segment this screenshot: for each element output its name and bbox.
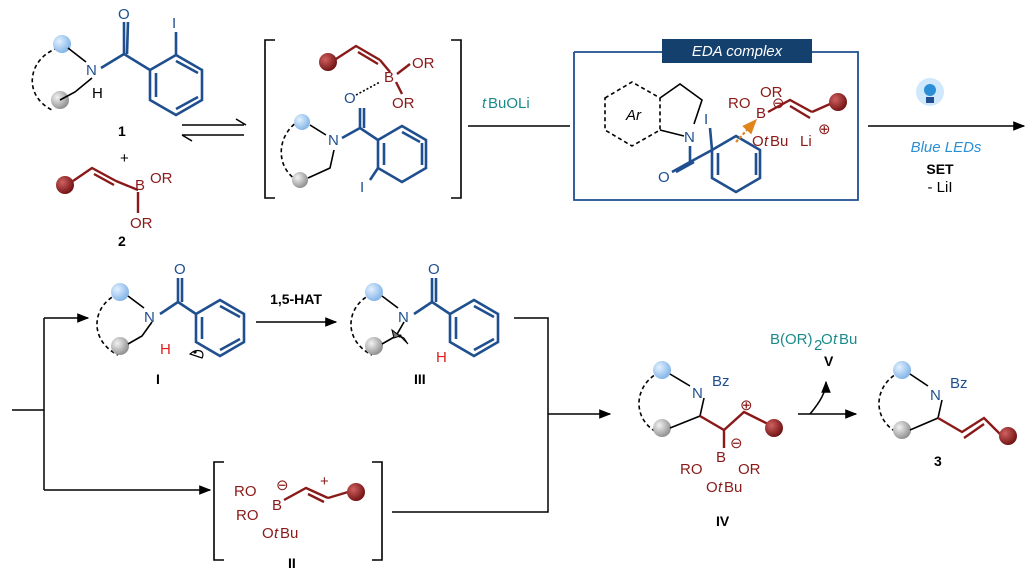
atom-RO-IV: RO (680, 461, 703, 478)
label-IV: IV (716, 513, 730, 529)
arrow-elimination (809, 380, 831, 415)
atom-OtBu-t-IV: t (718, 479, 723, 496)
compound-1: N O H I 1 (31, 6, 204, 139)
atom-N-eda: N (684, 129, 695, 146)
converge-line (392, 317, 549, 513)
intermediate-I: N O H I (96, 261, 246, 387)
atom-OtBu-O-II: O (262, 525, 274, 542)
atom-H-I: H (160, 341, 171, 358)
atom-H-III: H (436, 349, 447, 366)
atom-Li-eda: Li (800, 133, 812, 150)
atom-OtBu-O-eda: O (752, 133, 764, 150)
atom-OR-eda: OR (760, 84, 783, 101)
borate-V-O: O (821, 331, 833, 348)
eda-complex: EDA complex Ar N O I B ⊖ OR RO O t Bu Li… (573, 39, 859, 201)
atom-B-IV: B (716, 449, 726, 466)
label-3: 3 (934, 453, 942, 469)
charge-plus-eda: ⊕ (818, 121, 831, 138)
atom-H: H (92, 85, 103, 102)
atom-N-I: N (144, 309, 155, 326)
compound-2: B OR OR 2 (56, 166, 173, 249)
label-III: III (414, 371, 426, 387)
label-2: 2 (118, 233, 126, 249)
atom-Bz-IV: Bz (712, 373, 730, 390)
atom-OR-complex-2: OR (392, 95, 415, 112)
borate-V-t: t (833, 331, 838, 348)
label-1: 1 (118, 123, 126, 139)
intermediate-II: RO RO B ⊖ + O t Bu II (213, 461, 383, 571)
atom-N-III: N (398, 309, 409, 326)
intermediate-IV: N Bz ⊕ B ⊖ RO OR O t Bu IV (638, 361, 783, 529)
atom-O-III: O (428, 261, 440, 278)
atom-N-complex: N (328, 132, 339, 149)
equilibrium-arrow (181, 118, 247, 142)
atom-OtBu-Bu-IV: Bu (724, 479, 742, 496)
branch-line (12, 318, 45, 490)
atom-O-eda: O (658, 169, 670, 186)
atom-O: O (118, 6, 130, 23)
atom-B-complex: B (384, 69, 394, 86)
atom-N: N (86, 62, 97, 79)
atom-OtBu-t-II: t (274, 525, 279, 542)
atom-B-eda: B (756, 105, 766, 122)
base-t: t (482, 95, 487, 112)
atom-B-II: B (272, 497, 282, 514)
atom-RO-eda: RO (728, 95, 751, 112)
label-II: II (288, 555, 296, 571)
light-label: Blue LEDs (911, 139, 982, 156)
hat-label: 1,5-HAT (270, 291, 322, 307)
bracket-complex: B OR OR O N I (264, 39, 462, 199)
plus-sign: + (120, 150, 129, 167)
atom-Bz-3: Bz (950, 375, 968, 392)
atom-I-complex: I (360, 179, 364, 196)
byproduct-label: - LiI (927, 179, 952, 196)
label-I: I (156, 371, 160, 387)
borate-V: B(OR) 2 O t Bu V (770, 331, 857, 369)
eda-title: EDA complex (692, 43, 783, 60)
atom-I: I (172, 15, 176, 32)
charge-minus-II: ⊖ (276, 477, 289, 494)
borate-V-2: 2 (814, 337, 822, 354)
atom-I-eda: I (704, 111, 708, 128)
atom-OR: OR (150, 170, 173, 187)
atom-OtBu-Bu-eda: Bu (770, 133, 788, 150)
atom-Ar: Ar (625, 107, 642, 124)
charge-minus-IV: ⊖ (730, 435, 743, 452)
label-V: V (824, 353, 834, 369)
product-3: N Bz 3 (878, 361, 1017, 469)
charge-plus-IV: ⊕ (740, 397, 753, 414)
set-label: SET (926, 161, 954, 177)
atom-OtBu-O-IV: O (706, 479, 718, 496)
borate-V-Bu: Bu (839, 331, 857, 348)
radical-plus-II: + (320, 473, 329, 490)
intermediate-III: N O H III (350, 261, 500, 387)
borate-V-B: B(OR) (770, 331, 813, 348)
atom-O-complex: O (344, 90, 356, 107)
atom-B: B (135, 177, 145, 194)
atom-N-3: N (930, 387, 941, 404)
atom-OR-IV: OR (738, 461, 761, 478)
atom-OR-complex: OR (412, 55, 435, 72)
bulb-icon (916, 78, 944, 106)
atom-RO-II-2: RO (236, 507, 259, 524)
base-label: BuOLi (488, 95, 530, 112)
atom-OR-2: OR (130, 215, 153, 232)
atom-RO-II: RO (234, 483, 257, 500)
atom-O-I: O (174, 261, 186, 278)
atom-OtBu-Bu-II: Bu (280, 525, 298, 542)
atom-OtBu-t-eda: t (764, 133, 769, 150)
atom-N-IV: N (692, 385, 703, 402)
